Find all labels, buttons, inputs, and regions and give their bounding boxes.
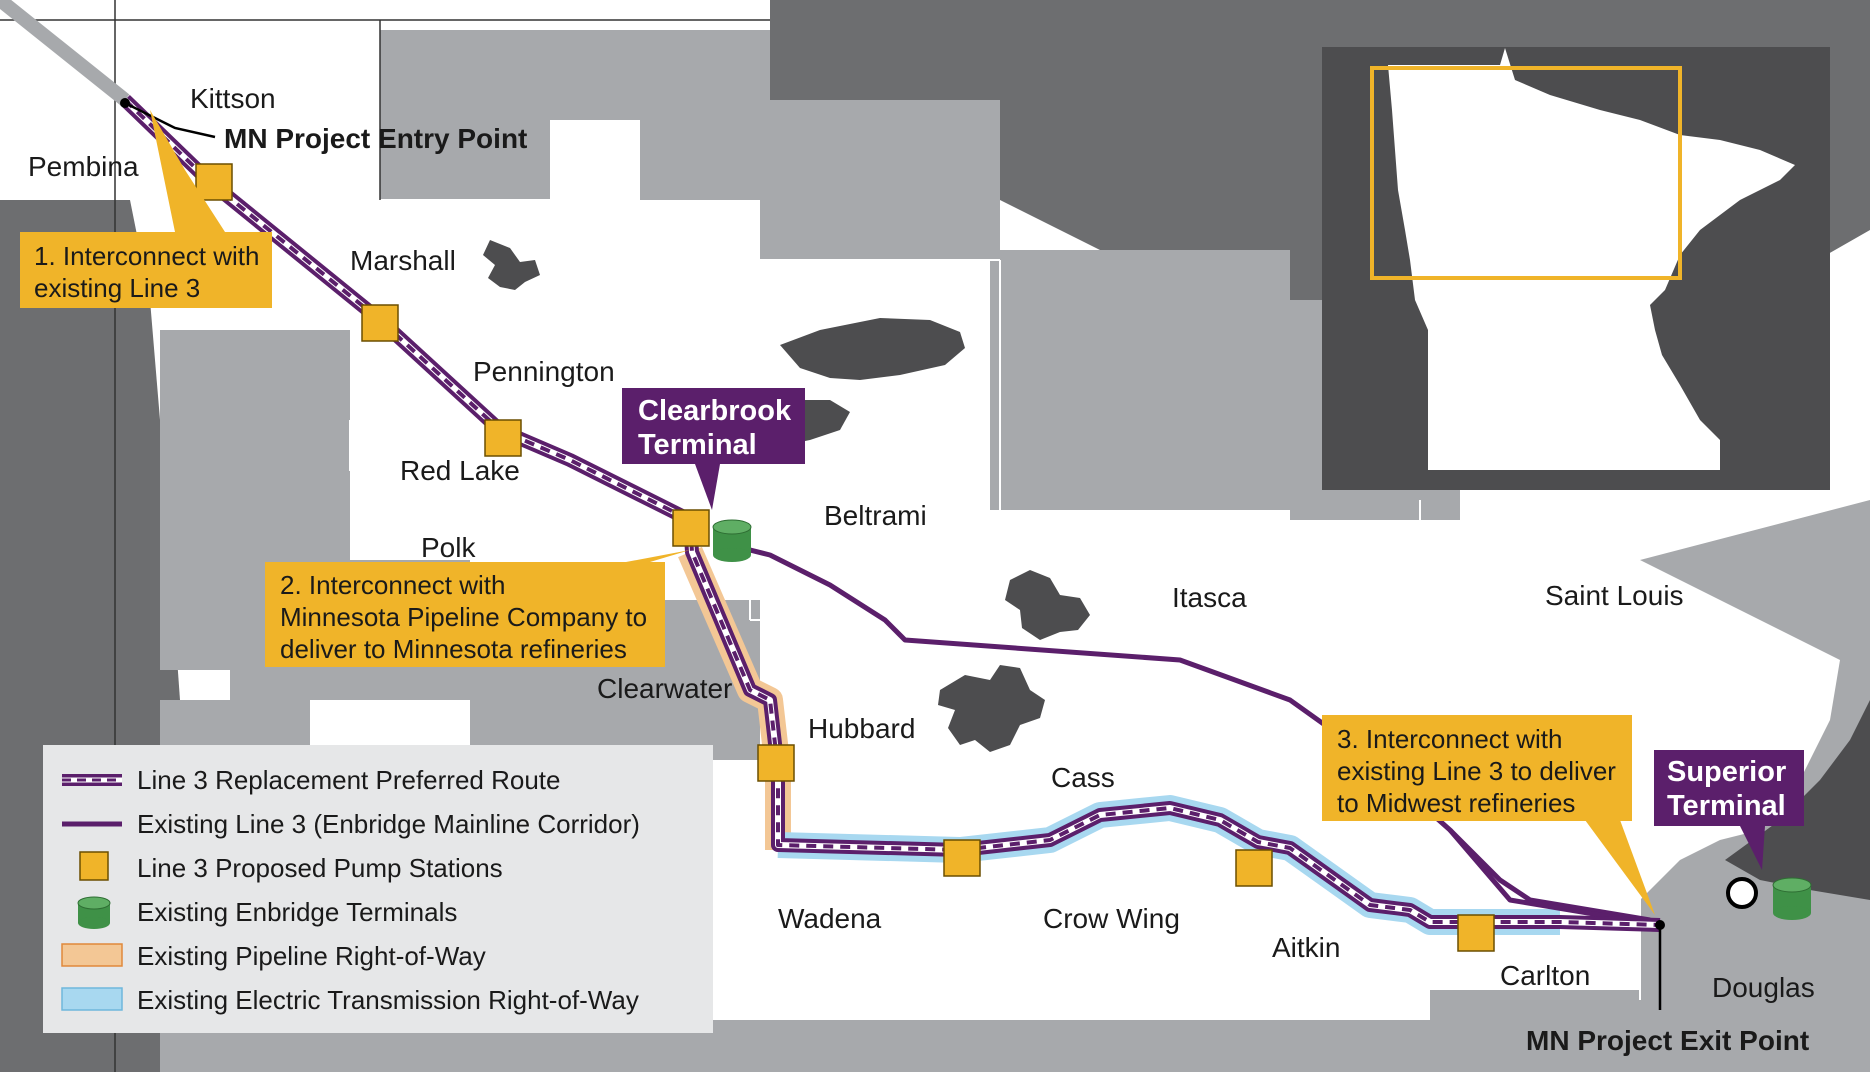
superior-label-line-1: Superior [1667,756,1786,788]
lake-thief [483,240,540,290]
pump-station-6 [943,839,981,877]
county-fill-koochiching [990,250,1290,510]
county-label-pembina: Pembina [28,151,139,182]
existing-line-3 [729,542,1651,923]
clearbrook-label-line-2: Terminal [638,429,757,461]
terminal-icon [77,896,111,929]
superior-label-line-2: Terminal [1667,790,1786,822]
legend-label-pipeline-row: Existing Pipeline Right-of-Way [137,941,486,971]
pipeline-row-icon [61,943,123,967]
lake-leech [938,665,1045,752]
electric-row-icon [61,987,123,1011]
county-label-cass: Cass [1051,762,1115,793]
county-fill-north [550,30,770,120]
inset-extent-box [1370,66,1682,280]
county-label-red-lake: Red Lake [400,455,520,486]
callout-2-line-3: deliver to Minnesota refineries [280,634,627,664]
pump-station-4 [672,509,710,547]
callout-3-line-1: 3. Interconnect with [1337,724,1562,754]
wisconsin-region [1640,500,1870,1072]
callout-1-line-1: 1. Interconnect with [34,241,259,271]
legend: Line 3 Replacement Preferred Route Exist… [43,745,713,1033]
callout-2-line-2: Minnesota Pipeline Company to [280,602,647,632]
legend-label-preferred-route: Line 3 Replacement Preferred Route [137,765,560,795]
pump-station-8 [1457,914,1495,952]
superior-terminal-label: Superior Terminal [1654,750,1804,870]
county-label-saint-louis: Saint Louis [1545,580,1684,611]
county-label-itasca: Itasca [1172,582,1247,613]
legend-label-electric-row: Existing Electric Transmission Right-of-… [137,985,639,1015]
county-fill-lake-woods [760,100,1000,260]
pump-station-1 [195,163,233,201]
county-label-hubbard: Hubbard [808,713,915,744]
inset-minnesota [1388,48,1795,470]
pump-station-2 [361,304,399,342]
legend-label-pump-stations: Line 3 Proposed Pump Stations [137,853,503,883]
clearbrook-terminal-label: Clearbrook Terminal [622,388,805,510]
callout-3: 3. Interconnect with existing Line 3 to … [1322,715,1655,915]
county-label-marshall: Marshall [350,245,456,276]
county-label-clearwater: Clearwater [597,673,732,704]
callout-2: 2. Interconnect with Minnesota Pipeline … [265,550,690,667]
callout-1-line-2: existing Line 3 [34,273,200,303]
county-fill-roseau [640,120,760,200]
county-label-crow-wing: Crow Wing [1043,903,1180,934]
entry-point-leader [124,101,216,139]
pump-station-5 [757,744,795,782]
lake-winnibigoshish [1005,570,1090,640]
clearbrook-label-line-1: Clearbrook [638,395,792,427]
callout-2-line-1: 2. Interconnect with [280,570,505,600]
county-label-wadena: Wadena [778,903,882,934]
county-label-douglas: Douglas [1712,972,1815,1003]
callout-1: 1. Interconnect with existing Line 3 [20,110,272,308]
county-label-aitkin: Aitkin [1272,932,1340,963]
clearbrook-terminal-icon [712,519,752,562]
lake-upper-red [780,318,965,380]
county-label-pennington: Pennington [473,356,615,387]
legend-panel [43,745,713,1033]
callout-3-line-2: existing Line 3 to deliver [1337,756,1616,786]
county-label-carlton: Carlton [1500,960,1590,991]
legend-label-terminals: Existing Enbridge Terminals [137,897,457,927]
callout-3-line-3: to Midwest refineries [1337,788,1575,818]
exit-point-label: MN Project Exit Point [1526,1025,1809,1056]
pump-station-3 [484,419,522,457]
superior-terminal-ring-icon [1726,877,1758,909]
county-label-polk: Polk [421,532,476,563]
county-fill-marshall [380,30,550,200]
pump-station-7 [1235,849,1273,887]
legend-label-existing-line: Existing Line 3 (Enbridge Mainline Corri… [137,809,640,839]
county-label-beltrami: Beltrami [824,500,927,531]
county-label-kittson: Kittson [190,83,276,114]
pump-station-icon [79,851,109,881]
superior-terminal-icon [1772,877,1812,920]
county-fill-pine [1430,990,1640,1072]
canada-tie [0,0,130,106]
entry-point-label: MN Project Entry Point [224,123,527,154]
